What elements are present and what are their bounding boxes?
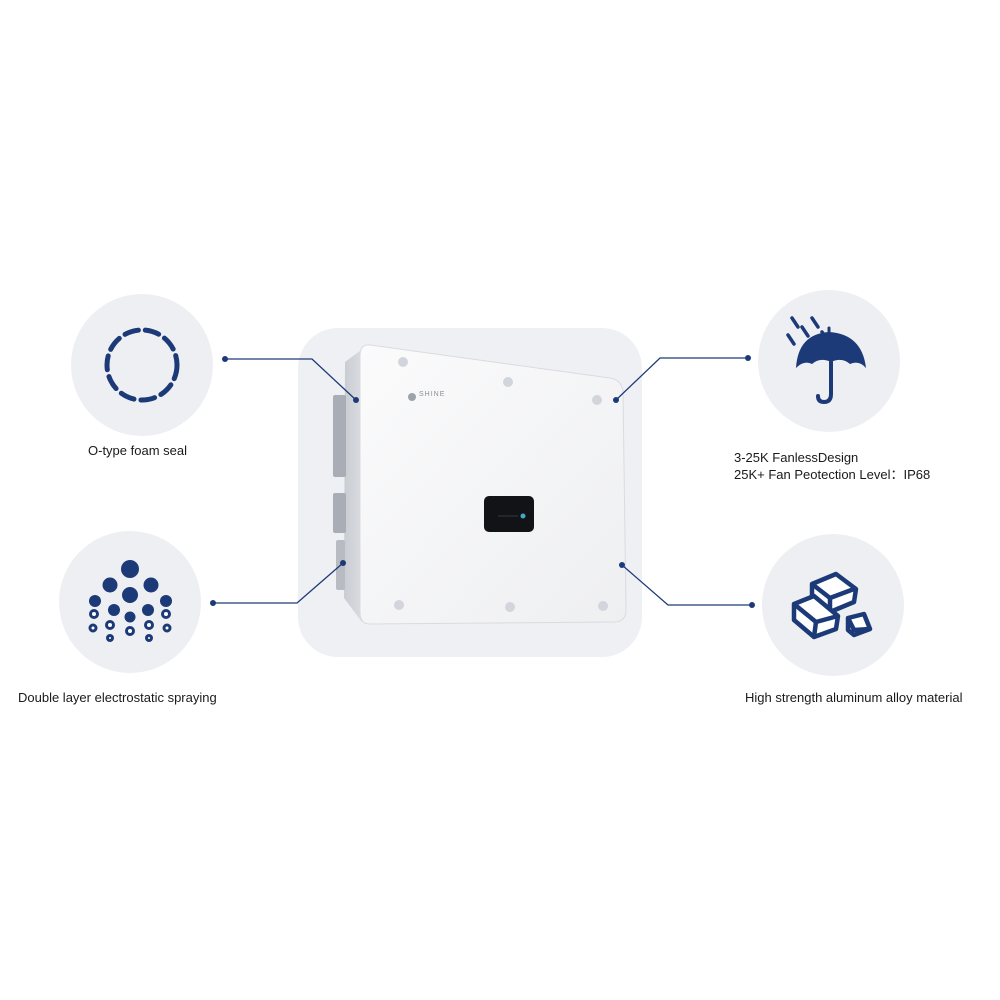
dashed-ring-icon bbox=[104, 327, 180, 403]
umbrella-rain-icon bbox=[786, 316, 866, 405]
metal-ingots-icon bbox=[791, 571, 873, 640]
seal-label: O-type foam seal bbox=[88, 443, 187, 458]
alloy-feature-circle bbox=[762, 534, 904, 676]
alloy-label: High strength aluminum alloy material bbox=[745, 690, 963, 705]
spraying-feature-circle bbox=[59, 531, 201, 673]
seal-feature-circle bbox=[71, 294, 213, 436]
fanless-feature-circle bbox=[758, 290, 900, 432]
spray-dots-icon bbox=[88, 560, 172, 642]
brand-logo-text: SHINE bbox=[419, 391, 446, 398]
fanless-label: 3-25K FanlessDesign 25K+ Fan Peotection … bbox=[734, 449, 930, 483]
fanless-label-line1: 3-25K FanlessDesign bbox=[734, 450, 859, 465]
fanless-label-line2: 25K+ Fan Peotection Level：IP68 bbox=[734, 467, 931, 482]
spraying-label: Double layer electrostatic spraying bbox=[18, 690, 217, 705]
